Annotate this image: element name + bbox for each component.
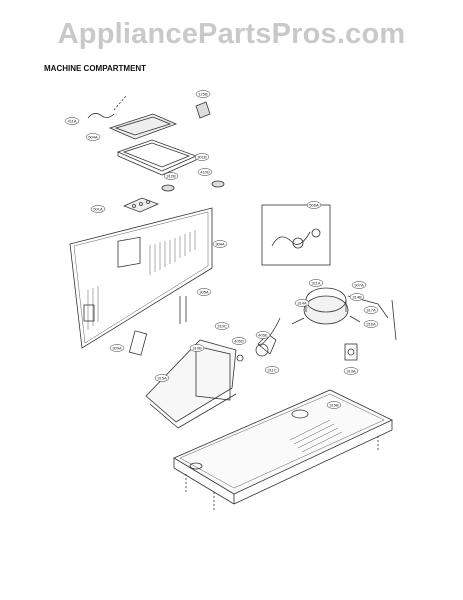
svg-text:301B: 301B bbox=[197, 155, 207, 160]
callout-310b: 310B bbox=[189, 344, 205, 352]
callout-316a: 316A bbox=[363, 320, 379, 328]
drain-pan bbox=[145, 339, 237, 429]
callout-504a: 504A bbox=[85, 133, 101, 141]
rear-panel bbox=[69, 207, 213, 349]
callout-314b: 314B bbox=[349, 293, 365, 301]
callout-125b: 125B bbox=[195, 90, 211, 98]
callout-313a: 313A bbox=[343, 367, 359, 375]
callouts: 125B 411A 504A 301B 312B 410D 501A 304A … bbox=[64, 90, 379, 409]
svg-text:501A: 501A bbox=[93, 207, 103, 212]
svg-text:410D: 410D bbox=[200, 170, 210, 175]
svg-text:315A: 315A bbox=[157, 376, 167, 381]
base-plate bbox=[173, 389, 393, 512]
svg-text:312B: 312B bbox=[166, 174, 176, 179]
svg-text:125B: 125B bbox=[198, 92, 208, 97]
svg-text:304A: 304A bbox=[215, 242, 225, 247]
wiring-detail-box bbox=[261, 204, 331, 266]
callout-405e: 405E bbox=[255, 331, 271, 339]
callout-311a: 311A bbox=[308, 279, 324, 287]
svg-text:315B: 315B bbox=[329, 403, 339, 408]
svg-text:314B: 314B bbox=[352, 295, 362, 300]
lid-assembly bbox=[87, 95, 225, 213]
callout-307a: 307A bbox=[351, 281, 367, 289]
svg-text:405E: 405E bbox=[258, 333, 268, 338]
callout-309a: 309A bbox=[109, 344, 125, 352]
callout-315a: 315A bbox=[154, 374, 170, 382]
svg-text:411A: 411A bbox=[67, 119, 76, 124]
callout-410d: 410D bbox=[197, 168, 213, 176]
svg-text:313A: 313A bbox=[346, 369, 356, 374]
svg-text:305A: 305A bbox=[199, 290, 209, 295]
callout-301b: 301B bbox=[194, 153, 210, 161]
watermark: AppliancePartsPros.com bbox=[57, 18, 406, 50]
callout-506a: 506A bbox=[306, 201, 322, 209]
svg-text:309A: 309A bbox=[112, 346, 122, 351]
svg-text:506A: 506A bbox=[309, 203, 319, 208]
callout-315b: 315B bbox=[326, 401, 342, 409]
callout-311c: 311C bbox=[264, 366, 280, 374]
callout-411a: 411A bbox=[64, 117, 80, 125]
svg-text:310C: 310C bbox=[217, 324, 227, 329]
svg-text:504A: 504A bbox=[88, 135, 98, 140]
callout-314a: 314A bbox=[294, 299, 310, 307]
bracket-parts bbox=[128, 296, 277, 362]
svg-text:307A: 307A bbox=[354, 283, 364, 288]
callout-305a: 305A bbox=[196, 288, 212, 296]
compressor bbox=[259, 287, 397, 361]
callout-310c: 310C bbox=[214, 322, 230, 330]
svg-text:405D: 405D bbox=[234, 339, 244, 344]
callout-304a: 304A bbox=[212, 240, 228, 248]
callout-312b: 312B bbox=[163, 172, 179, 180]
svg-text:316A: 316A bbox=[366, 322, 376, 327]
callout-317a: 317A bbox=[363, 306, 379, 314]
diagram-title: MACHINE COMPARTMENT bbox=[44, 64, 147, 73]
svg-text:311C: 311C bbox=[267, 368, 276, 373]
svg-text:311A: 311A bbox=[311, 281, 320, 286]
svg-text:310B: 310B bbox=[192, 346, 202, 351]
callout-501a: 501A bbox=[90, 205, 106, 213]
svg-text:317A: 317A bbox=[366, 308, 376, 313]
callout-405d: 405D bbox=[231, 337, 247, 345]
svg-text:314A: 314A bbox=[297, 301, 307, 306]
